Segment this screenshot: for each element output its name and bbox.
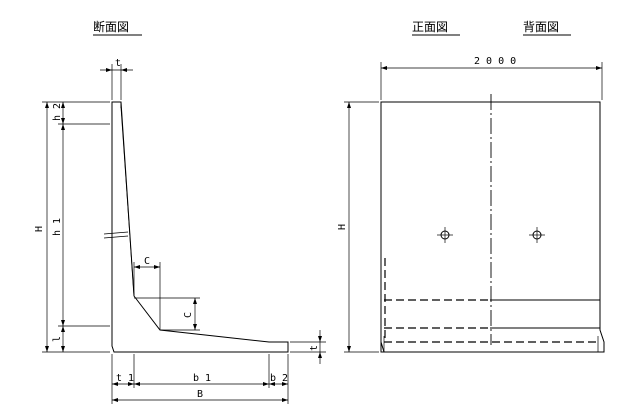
t1-arrow-right	[128, 382, 134, 386]
back-view-title: 背面図	[523, 20, 559, 34]
back-anchor-mark	[529, 227, 545, 243]
section-view-title: 断面図	[93, 19, 129, 34]
t-top-arrow-left	[106, 68, 112, 72]
break-mark-2	[103, 235, 129, 239]
t-right-arrow-bottom	[318, 352, 322, 358]
t-top-arrow-right	[121, 68, 127, 72]
b2-arrow-right	[282, 382, 288, 386]
front-view-title: 正面図	[412, 20, 448, 34]
C-h-arrow-left	[134, 265, 140, 269]
C-h-arrow-right	[154, 265, 160, 269]
B-arrow-left	[112, 398, 118, 402]
front-anchor-mark	[437, 227, 453, 243]
t1-label: t 1	[116, 373, 134, 384]
front-back-view: 2 0 0 0 H	[337, 56, 605, 353]
H-arrow-top	[45, 102, 49, 108]
h1-arrow-bottom	[61, 320, 65, 326]
wall-outline	[111, 101, 289, 353]
t-right-label: t	[309, 345, 320, 351]
B-label: B	[197, 389, 203, 400]
h1-arrow-top	[61, 124, 65, 130]
left-chamfer	[380, 341, 385, 353]
h2-label: h 2	[52, 103, 63, 121]
b1-arrow-right	[263, 382, 269, 386]
h1-label: h 1	[52, 218, 63, 236]
l-label: l	[52, 336, 63, 342]
B-arrow-right	[282, 398, 288, 402]
l-arrow-top	[61, 326, 65, 332]
H-arrow-bottom	[45, 346, 49, 352]
C-vertical-label: C	[183, 312, 194, 318]
C-v-arrow-bottom	[193, 324, 197, 330]
b1-arrow-left	[134, 382, 140, 386]
H-right-arrow-top	[347, 102, 351, 108]
width-2000-label: 2 0 0 0	[474, 56, 516, 67]
C-horizontal-label: C	[144, 256, 150, 267]
w-arrow-left	[381, 66, 387, 70]
C-v-arrow-top	[193, 298, 197, 304]
H-left-label: H	[34, 226, 45, 232]
t-top-label: t	[115, 58, 121, 69]
w-arrow-right	[596, 66, 602, 70]
h2-arrow-top	[61, 102, 65, 108]
inner-wall-line	[120, 107, 135, 297]
H-right-arrow-bottom	[347, 346, 351, 352]
break-mark-1	[103, 231, 129, 235]
panel-outline	[380, 101, 605, 353]
t-right-arrow-top	[318, 336, 322, 342]
l-arrow-bottom	[61, 346, 65, 352]
h2-arrow-bottom	[61, 118, 65, 124]
b2-arrow-left	[269, 382, 275, 386]
section-view: t H h 2 h 1 l C C	[34, 58, 326, 404]
b2-label: b 2	[270, 373, 288, 384]
t1-arrow-left	[112, 382, 118, 386]
H-right-label: H	[337, 224, 348, 230]
b1-label: b 1	[193, 373, 211, 384]
